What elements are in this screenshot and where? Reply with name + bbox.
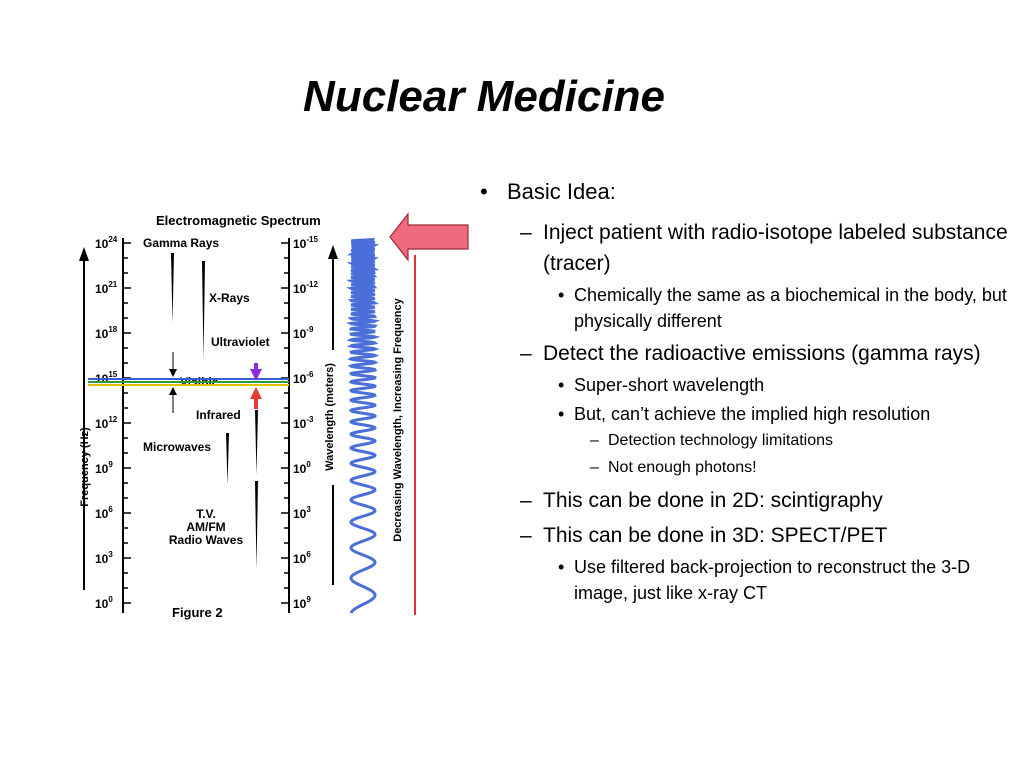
- wavelength-ticks: 10-15 10-12 10-9 10-6 10-3 100 103 106 109: [281, 235, 318, 611]
- frequency-tick-label: 103: [95, 550, 113, 566]
- wavelength-tick-label: 10-3: [293, 415, 314, 431]
- wavelength-tick-label: 10-12: [293, 280, 318, 296]
- wavelength-tick-label: 109: [293, 595, 311, 611]
- bullet-detect-emissions: Detect the radioactive emissions (gamma …: [480, 338, 1010, 369]
- band-radio-waves: Radio Waves: [169, 533, 244, 547]
- em-spectrum-diagram: Electromagnetic Spectrum Frequency (Hz) …: [79, 212, 469, 620]
- band-infrared: Infrared: [196, 408, 241, 422]
- bullet-detection-limitations: Detection technology limitations: [480, 427, 1010, 454]
- radio-range-bar: [255, 481, 258, 569]
- slide-title: Nuclear Medicine: [303, 72, 665, 121]
- band-am-fm: AM/FM: [186, 520, 225, 534]
- frequency-tick-label: 1021: [95, 280, 118, 296]
- frequency-tick-label: 100: [95, 595, 113, 611]
- band-tv: T.V.: [196, 507, 216, 521]
- em-wave: [345, 237, 381, 614]
- highlight-arrow: [389, 212, 469, 262]
- infrared-arrowhead: [250, 387, 262, 399]
- bullet-back-projection: Use filtered back-projection to reconstr…: [480, 554, 1010, 606]
- ultraviolet-arrowhead: [250, 369, 262, 381]
- bullet-basic-idea: Basic Idea:: [480, 178, 1010, 205]
- infrared-range-bar: [255, 410, 258, 475]
- frequency-tick-label: 109: [95, 460, 113, 476]
- bullet-resolution: But, can’t achieve the implied high reso…: [480, 401, 1010, 427]
- bullet-not-enough-photons: Not enough photons!: [480, 454, 1010, 481]
- frequency-tick-label: 1018: [95, 325, 118, 341]
- microwave-range-bar: [226, 433, 229, 485]
- frequency-axis-label: Frequency (Hz): [79, 427, 91, 507]
- wave-label: Decreasing Wavelength, Increasing Freque…: [392, 297, 404, 541]
- xray-range-bar: [202, 261, 205, 360]
- bullet-2d-scintigraphy: This can be done in 2D: scintigraphy: [480, 485, 1010, 516]
- bullet-inject-patient: Inject patient with radio-isotope labele…: [480, 217, 1010, 279]
- bullet-short-wavelength: Super-short wavelength: [480, 372, 1010, 398]
- band-microwaves: Microwaves: [143, 440, 211, 454]
- band-gamma-rays: Gamma Rays: [143, 236, 219, 250]
- bullet-chemically-same: Chemically the same as a biochemical in …: [480, 282, 1010, 334]
- band-ultraviolet: Ultraviolet: [211, 335, 270, 349]
- visible-bracket-bottom-arrow: [169, 387, 177, 395]
- gamma-range-bar: [171, 253, 174, 323]
- wavelength-tick-label: 103: [293, 505, 311, 521]
- bullet-3d-spect-pet: This can be done in 3D: SPECT/PET: [480, 520, 1010, 551]
- frequency-tick-label: 106: [95, 505, 113, 521]
- wavelength-axis-arrowhead: [328, 245, 338, 259]
- wavelength-tick-label: 10-6: [293, 370, 314, 386]
- wavelength-tick-label: 10-9: [293, 325, 314, 341]
- wavelength-tick-label: 10-15: [293, 235, 318, 251]
- frequency-tick-label: 1012: [95, 415, 118, 431]
- bullet-list: Basic Idea: Inject patient with radio-is…: [480, 178, 1010, 606]
- band-x-rays: X-Rays: [209, 291, 250, 305]
- visible-bracket-top-arrow: [169, 369, 177, 377]
- frequency-axis-arrowhead: [79, 247, 89, 261]
- figure-caption: Figure 2: [172, 605, 223, 620]
- frequency-tick-label: 1024: [95, 235, 118, 251]
- wavelength-tick-label: 106: [293, 550, 311, 566]
- wavelength-tick-label: 100: [293, 460, 311, 476]
- wavelength-axis-label: Wavelength (meters): [324, 363, 336, 471]
- diagram-heading: Electromagnetic Spectrum: [156, 213, 321, 228]
